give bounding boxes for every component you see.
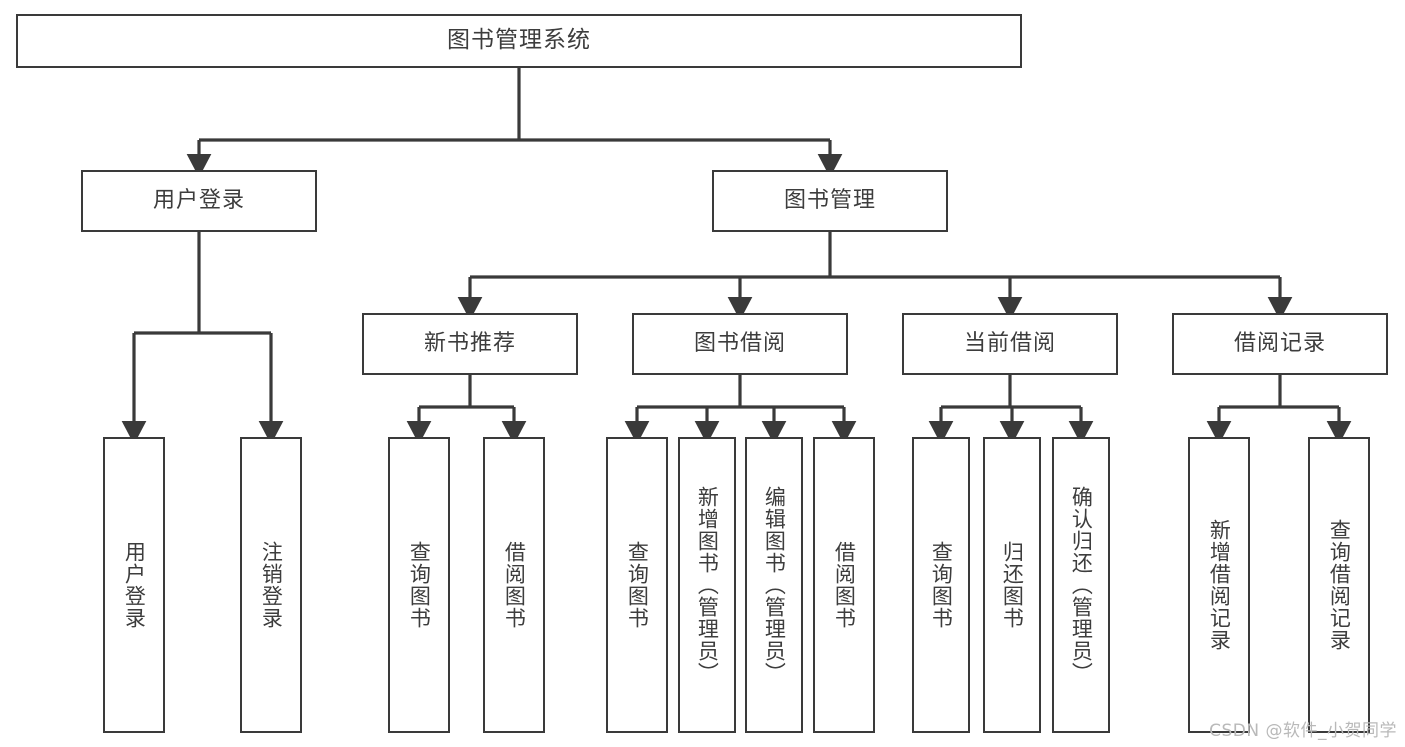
node-root[interactable]: 图书管理系统 <box>16 14 1022 68</box>
node-label: 当前借阅 <box>963 330 1056 356</box>
leaf-label: 用户登录 <box>122 541 147 629</box>
leaf-add-borrow-record[interactable]: 新增借阅记录 <box>1188 437 1250 733</box>
leaf-label: 注销登录 <box>259 541 284 629</box>
leaf-logout[interactable]: 注销登录 <box>240 437 302 733</box>
leaf-query-book-borrow[interactable]: 查询图书 <box>606 437 668 733</box>
leaf-label: 查询图书 <box>929 541 954 629</box>
node-level3-book-borrow[interactable]: 图书借阅 <box>632 313 848 375</box>
leaf-label: 查询图书 <box>407 541 432 629</box>
leaf-label: 归还图书 <box>1000 541 1025 629</box>
leaf-query-book-new[interactable]: 查询图书 <box>388 437 450 733</box>
leaf-label: 新增借阅记录 <box>1207 519 1232 651</box>
node-label: 新书推荐 <box>423 330 516 356</box>
leaf-confirm-return-admin[interactable]: 确认归还（管理员） <box>1052 437 1110 733</box>
leaf-label: 借阅图书 <box>832 541 857 629</box>
node-level2-user-login[interactable]: 用户登录 <box>81 170 317 232</box>
leaf-label: 查询图书 <box>625 541 650 629</box>
leaf-borrow-book-new[interactable]: 借阅图书 <box>483 437 545 733</box>
leaf-label: 查询借阅记录 <box>1327 519 1352 651</box>
leaf-query-book-current[interactable]: 查询图书 <box>912 437 970 733</box>
node-level3-current-borrow[interactable]: 当前借阅 <box>902 313 1118 375</box>
node-root-label: 图书管理系统 <box>447 27 591 54</box>
leaf-query-borrow-record[interactable]: 查询借阅记录 <box>1308 437 1370 733</box>
leaf-label: 新增图书（管理员） <box>695 486 720 684</box>
leaf-borrow-book[interactable]: 借阅图书 <box>813 437 875 733</box>
leaf-label: 借阅图书 <box>502 541 527 629</box>
node-label: 用户登录 <box>152 187 245 213</box>
node-level3-new-book-recommend[interactable]: 新书推荐 <box>362 313 578 375</box>
leaf-label: 确认归还（管理员） <box>1069 486 1094 684</box>
node-level2-book-management[interactable]: 图书管理 <box>712 170 948 232</box>
leaf-label: 编辑图书（管理员） <box>762 486 787 684</box>
node-label: 图书借阅 <box>693 330 786 356</box>
leaf-user-login[interactable]: 用户登录 <box>103 437 165 733</box>
leaf-edit-book-admin[interactable]: 编辑图书（管理员） <box>745 437 803 733</box>
node-label: 图书管理 <box>783 187 876 213</box>
node-level3-borrow-records[interactable]: 借阅记录 <box>1172 313 1388 375</box>
node-label: 借阅记录 <box>1233 330 1326 356</box>
leaf-return-book[interactable]: 归还图书 <box>983 437 1041 733</box>
leaf-add-book-admin[interactable]: 新增图书（管理员） <box>678 437 736 733</box>
